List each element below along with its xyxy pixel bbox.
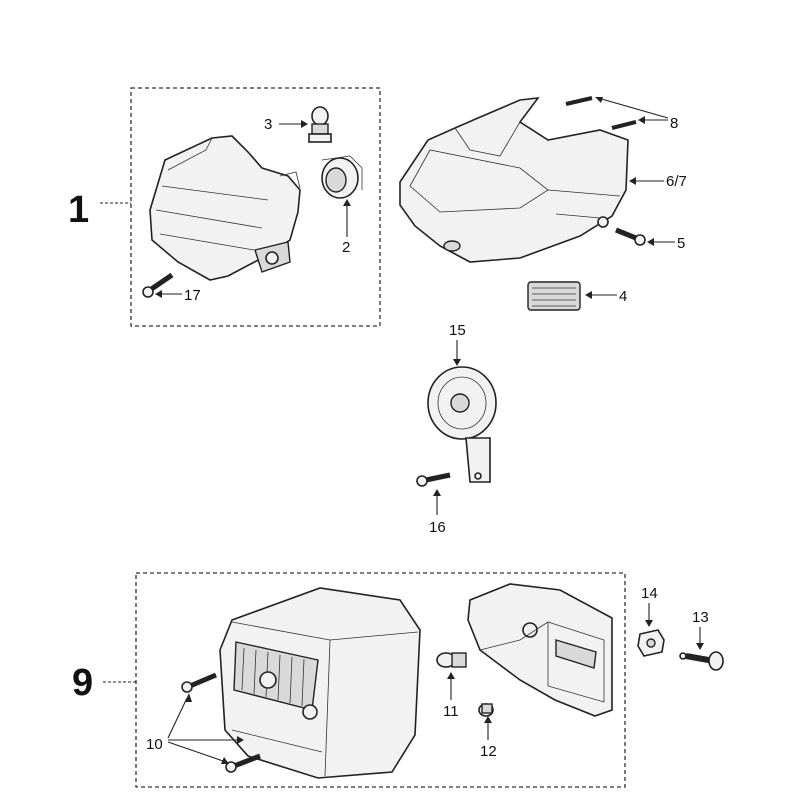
group-1-label: 1: [68, 189, 89, 231]
bulb-12: [478, 703, 494, 717]
screw-5: [615, 227, 646, 246]
callout-11: 11: [443, 703, 459, 720]
callout-10: 10: [146, 736, 163, 753]
callout-13: 13: [692, 609, 709, 626]
tail-lamp-lens: [219, 587, 421, 779]
bulb-3: [308, 106, 332, 143]
screw-10-upper: [181, 672, 217, 693]
bulb-socket-2: [321, 155, 363, 199]
headlamp-housing: [149, 135, 301, 281]
horn-15: [427, 366, 497, 483]
front-fairing-6-7: [399, 97, 629, 263]
callout-14: 14: [641, 585, 658, 602]
bolt-16: [416, 472, 451, 487]
leader-10a: [167, 697, 188, 739]
callout-15: 15: [449, 322, 466, 339]
callout-2: 2: [342, 239, 350, 256]
group-1-outline: [130, 87, 381, 327]
callout-5: 5: [677, 235, 685, 252]
callout-17: 17: [184, 287, 201, 304]
screws-8: [565, 96, 637, 130]
callout-3: 3: [264, 116, 272, 133]
callout-12: 12: [480, 743, 497, 760]
leader-10c: [167, 741, 227, 763]
tail-lamp-base: [467, 583, 613, 717]
nut-14: [637, 629, 665, 657]
callout-8: 8: [670, 115, 678, 132]
group-9-label: 9: [72, 662, 93, 704]
reflector-4: [527, 281, 581, 311]
bolt-13: [679, 651, 724, 671]
callout-6-7: 6/7: [666, 173, 687, 190]
group-9-outline: [135, 572, 626, 788]
leader-8a: [597, 97, 669, 119]
screw-17: [142, 272, 174, 298]
callout-16: 16: [429, 519, 446, 536]
bulb-11: [436, 652, 467, 668]
callout-4: 4: [619, 288, 627, 305]
screw-10-lower: [225, 753, 261, 773]
